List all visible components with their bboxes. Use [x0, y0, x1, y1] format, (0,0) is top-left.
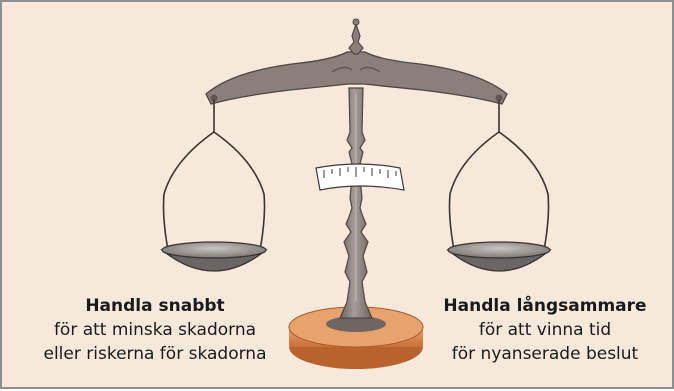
pointer-dial	[316, 164, 404, 190]
left-pan	[162, 100, 266, 271]
right-pan	[448, 100, 550, 271]
right-caption-line-1: för att vinna tid	[420, 318, 670, 342]
right-caption: Handla långsammare för att vinna tid för…	[420, 294, 670, 366]
left-caption-heading: Handla snabbt	[30, 294, 280, 318]
left-caption-line-1: för att minska skadorna	[30, 318, 280, 342]
scale-column	[340, 88, 372, 318]
left-caption-line-2: eller riskerna för skadorna	[30, 342, 280, 366]
right-caption-heading: Handla långsammare	[420, 294, 670, 318]
left-caption: Handla snabbt för att minska skadorna el…	[30, 294, 280, 366]
right-caption-line-2: för nyanserade beslut	[420, 342, 670, 366]
